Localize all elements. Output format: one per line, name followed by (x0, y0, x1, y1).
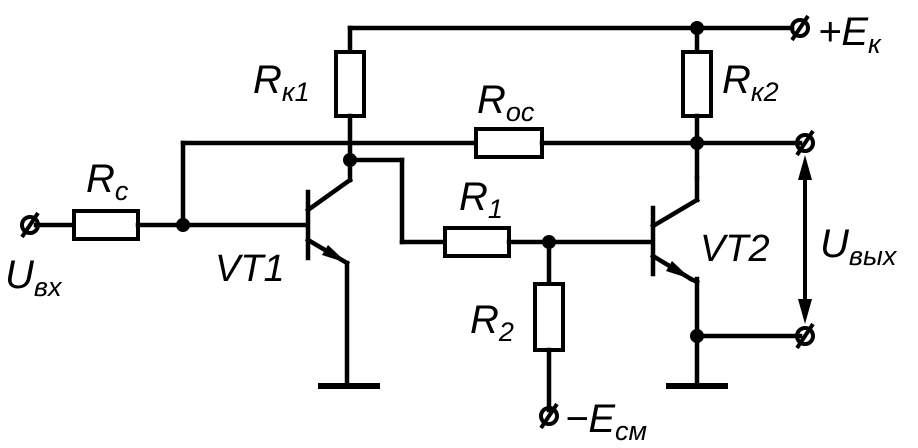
emitter-arrow-vt1 (322, 245, 347, 263)
label-input-voltage: Uвх (5, 253, 63, 302)
resistor-roc (474, 127, 544, 159)
label-output-voltage: Uвых (820, 222, 898, 271)
terminal-output-top (795, 129, 815, 157)
junction-vt1-collector (343, 153, 357, 167)
label-rc: Rc (86, 157, 129, 206)
resistor-r2 (533, 282, 565, 352)
feedback-path (180, 127, 803, 228)
junctions (176, 21, 704, 343)
label-rk2: Rк2 (722, 58, 779, 107)
resistor-r1 (443, 226, 511, 258)
label-roc: Roc (477, 78, 535, 127)
transistor-vt2 (649, 175, 701, 387)
supply-rail (347, 25, 795, 55)
label-vt1: VT1 (215, 248, 285, 290)
output-voltage-arrow (798, 155, 812, 324)
label-vt2: VT2 (700, 228, 770, 270)
emitter-arrow-vt2 (666, 261, 691, 279)
bias-path (533, 239, 565, 413)
junction-output (690, 136, 704, 150)
resistor-rc (72, 209, 140, 241)
label-rk1: Rк1 (253, 58, 310, 107)
transistor-vt1 (304, 176, 354, 387)
junction-vt2-base (542, 235, 556, 249)
label-r1: R1 (459, 175, 503, 224)
junction-supply (690, 21, 704, 35)
terminal-supply-neg (539, 402, 559, 430)
terminal-output-bottom (795, 322, 815, 350)
input-path (33, 209, 309, 241)
junction-vt2-emitter (690, 329, 704, 343)
resistor-rk1 (334, 50, 366, 118)
resistor-rk2 (681, 50, 713, 118)
terminal-supply-pos (790, 14, 810, 42)
junction-input (176, 218, 190, 232)
label-supply-positive: +Eк (818, 10, 882, 59)
label-supply-negative: −Eсм (565, 397, 647, 446)
terminal-input (20, 211, 40, 239)
label-r2: R2 (470, 298, 514, 347)
coupling-path (347, 157, 654, 258)
